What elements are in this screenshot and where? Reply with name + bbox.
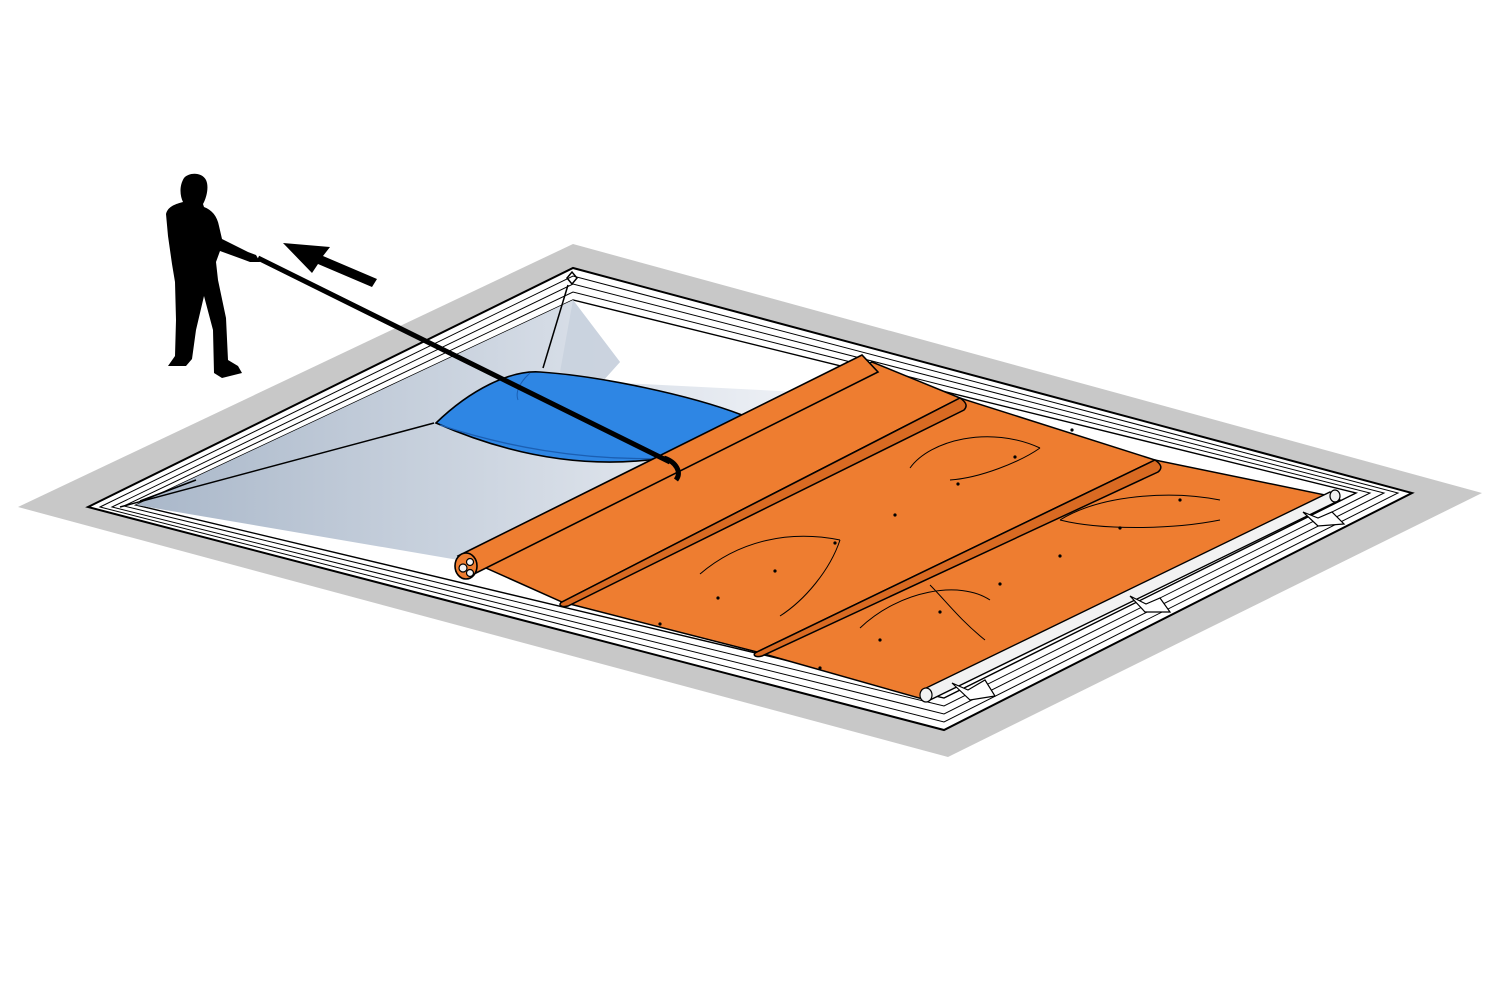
corner-anchor-straps <box>119 270 578 508</box>
blue-cover-fold <box>439 424 673 460</box>
fold-ridges <box>559 397 1162 658</box>
arrow-icon <box>283 243 377 287</box>
coping-step-3 <box>122 291 1372 707</box>
cover-rivets <box>658 428 1182 670</box>
rail-anchor-clips <box>951 511 1346 701</box>
person-silhouette-icon <box>166 173 260 378</box>
coping-step-2 <box>110 283 1386 715</box>
coping-step-1 <box>98 275 1400 723</box>
pull-pole <box>256 255 672 465</box>
cover-wrinkles <box>699 436 1221 641</box>
pool-wall-far <box>560 300 620 382</box>
roll-tubes <box>458 557 475 578</box>
